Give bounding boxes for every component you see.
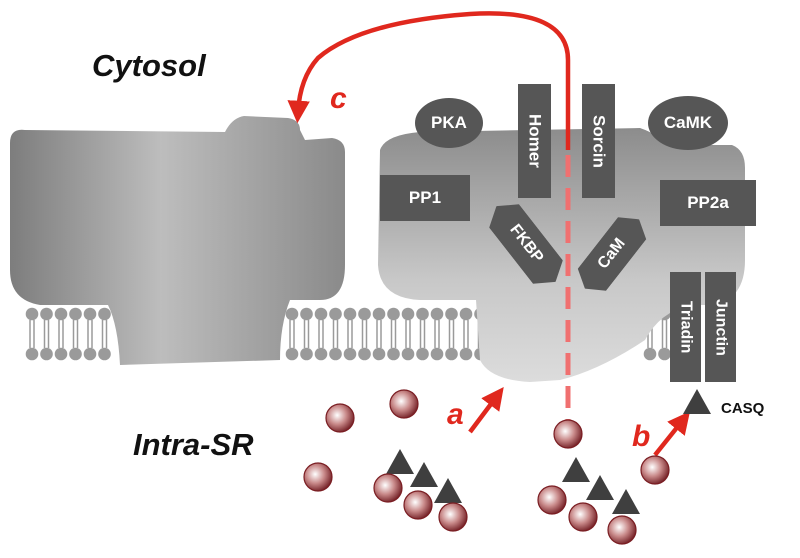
lipid-head xyxy=(69,347,82,361)
calcium-ion xyxy=(389,389,419,419)
calcium-ion xyxy=(553,419,583,449)
lipid-head xyxy=(372,347,386,361)
lipid-head xyxy=(25,307,39,321)
lipid-head xyxy=(643,347,657,361)
lipid-head xyxy=(98,307,111,321)
lipid-head xyxy=(358,307,371,321)
lipid-head xyxy=(314,347,328,361)
lipid-head xyxy=(343,307,357,321)
lipid-head xyxy=(285,307,299,321)
homer-protein: Homer xyxy=(518,84,551,198)
sorcin-protein: Sorcin xyxy=(582,84,615,198)
lipid-head xyxy=(285,347,299,361)
lipid-head xyxy=(69,307,82,321)
lipid-head xyxy=(387,307,400,321)
junctin-protein: Junctin xyxy=(705,272,736,382)
casq-triangle xyxy=(434,478,462,503)
lipid-head xyxy=(83,347,97,361)
intra-sr-label: Intra-SR xyxy=(133,427,254,462)
lipid-head xyxy=(329,307,342,321)
arrow-a-label: a xyxy=(447,398,464,431)
lipid-head xyxy=(300,307,313,321)
lipid-head xyxy=(459,307,473,321)
lipid-head xyxy=(401,307,415,321)
pka-protein: PKA xyxy=(415,98,483,148)
lipid-head xyxy=(445,307,458,321)
casq-triangle xyxy=(586,475,614,500)
calcium-ion xyxy=(607,515,637,545)
lipid-head xyxy=(401,347,415,361)
calsequestrin-group xyxy=(386,389,711,514)
lipid-head xyxy=(25,347,39,361)
lipid-head xyxy=(300,347,313,361)
arrow-b xyxy=(653,411,691,457)
calcium-ion xyxy=(568,502,598,532)
calcium-ion xyxy=(373,473,403,503)
lipid-head xyxy=(387,347,400,361)
lipid-head xyxy=(343,347,357,361)
calcium-ion xyxy=(640,455,670,485)
lipid-head xyxy=(658,347,671,361)
casq-label: CASQ xyxy=(721,400,765,417)
casq-triangle xyxy=(562,457,590,482)
lipid-head xyxy=(40,307,53,321)
casq-triangle xyxy=(386,449,414,474)
lipid-head xyxy=(54,347,68,361)
arrow-c xyxy=(287,11,571,150)
lipid-head xyxy=(372,307,386,321)
triadin-protein: Triadin xyxy=(670,272,701,382)
lipid-head xyxy=(445,347,458,361)
casq-triangle xyxy=(612,489,640,514)
calcium-ion xyxy=(537,485,567,515)
ryr-closed-domain xyxy=(10,116,345,365)
casq-triangle xyxy=(410,462,438,487)
lipid-bilayer xyxy=(25,307,671,361)
lipid-head xyxy=(314,307,328,321)
lipid-head xyxy=(416,347,429,361)
lipid-head xyxy=(430,347,444,361)
calcium-ion xyxy=(403,490,433,520)
casq-triangle xyxy=(683,389,711,414)
calcium-ions xyxy=(303,389,670,545)
arrow-a xyxy=(468,387,504,434)
arrow-c-label: c xyxy=(330,82,347,115)
calcium-ion xyxy=(303,462,333,492)
pp1-protein: PP1 xyxy=(380,175,470,221)
arrow-b-label: b xyxy=(632,420,651,453)
lipid-head xyxy=(358,347,371,361)
camk-protein: CaMK xyxy=(648,96,728,150)
lipid-head xyxy=(416,307,429,321)
lipid-head xyxy=(430,307,444,321)
lipid-head xyxy=(40,347,53,361)
calcium-ion xyxy=(438,502,468,532)
pp2a-protein: PP2a xyxy=(660,180,756,226)
lipid-head xyxy=(329,347,342,361)
lipid-head xyxy=(83,307,97,321)
cytosol-label: Cytosol xyxy=(92,48,206,83)
lipid-head xyxy=(459,347,473,361)
calcium-ion xyxy=(325,403,355,433)
lipid-head xyxy=(98,347,111,361)
lipid-head xyxy=(54,307,68,321)
